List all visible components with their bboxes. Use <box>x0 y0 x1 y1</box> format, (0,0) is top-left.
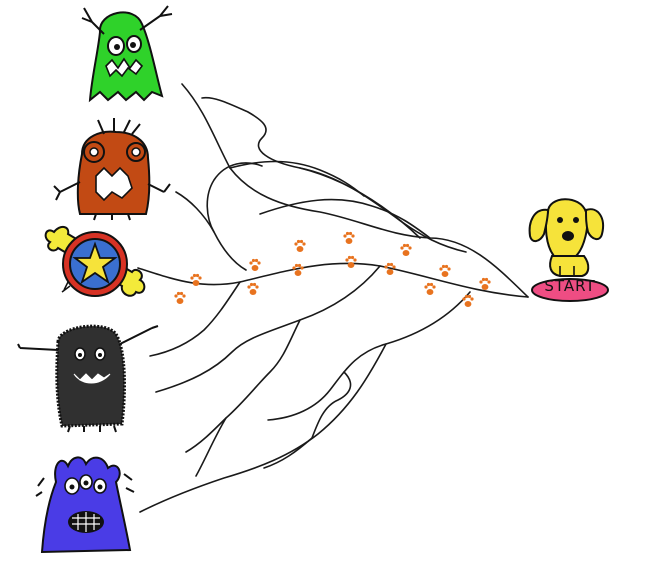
maze-path[interactable] <box>267 291 471 421</box>
green-monster-icon[interactable] <box>81 5 173 103</box>
paw-print-icon <box>343 231 355 244</box>
paw-print-icon <box>345 255 357 268</box>
star-icon <box>72 241 118 285</box>
maze-path[interactable] <box>206 162 263 233</box>
paw-print-icon <box>190 273 202 286</box>
paw-print-icon <box>174 291 186 304</box>
maze-path[interactable] <box>263 437 313 469</box>
black-monster-icon[interactable] <box>17 324 159 433</box>
maze-path[interactable] <box>259 198 431 239</box>
paw-print-icon <box>247 282 259 295</box>
maze-paths <box>137 83 529 513</box>
maze-path[interactable] <box>155 265 381 393</box>
maze-path[interactable] <box>185 319 301 453</box>
maze-path[interactable] <box>299 167 467 253</box>
maze-path[interactable] <box>137 262 529 298</box>
maze-path[interactable] <box>311 371 352 439</box>
maze-path[interactable] <box>139 343 387 513</box>
purple-monster-icon[interactable] <box>35 456 135 554</box>
paw-print-icon <box>292 263 304 276</box>
maze-path[interactable] <box>149 281 241 357</box>
paw-print-icon <box>249 258 261 271</box>
paw-trail <box>174 231 491 307</box>
maze-path[interactable] <box>175 191 247 271</box>
paw-print-icon <box>384 262 396 275</box>
start-pad[interactable]: START <box>531 277 609 302</box>
maze-path[interactable] <box>181 83 529 298</box>
paw-print-icon <box>439 264 451 277</box>
brown-monster-icon[interactable] <box>53 118 171 221</box>
star-target-icon[interactable] <box>44 226 146 297</box>
maze-path[interactable] <box>201 96 421 239</box>
paw-print-icon <box>462 294 474 307</box>
paw-print-icon <box>479 277 491 290</box>
start-label: START <box>544 277 595 295</box>
paw-print-icon <box>424 282 436 295</box>
dog-icon[interactable] <box>528 198 604 277</box>
maze-path[interactable] <box>195 417 227 477</box>
paw-print-icon <box>400 243 412 256</box>
paw-print-icon <box>294 239 306 252</box>
